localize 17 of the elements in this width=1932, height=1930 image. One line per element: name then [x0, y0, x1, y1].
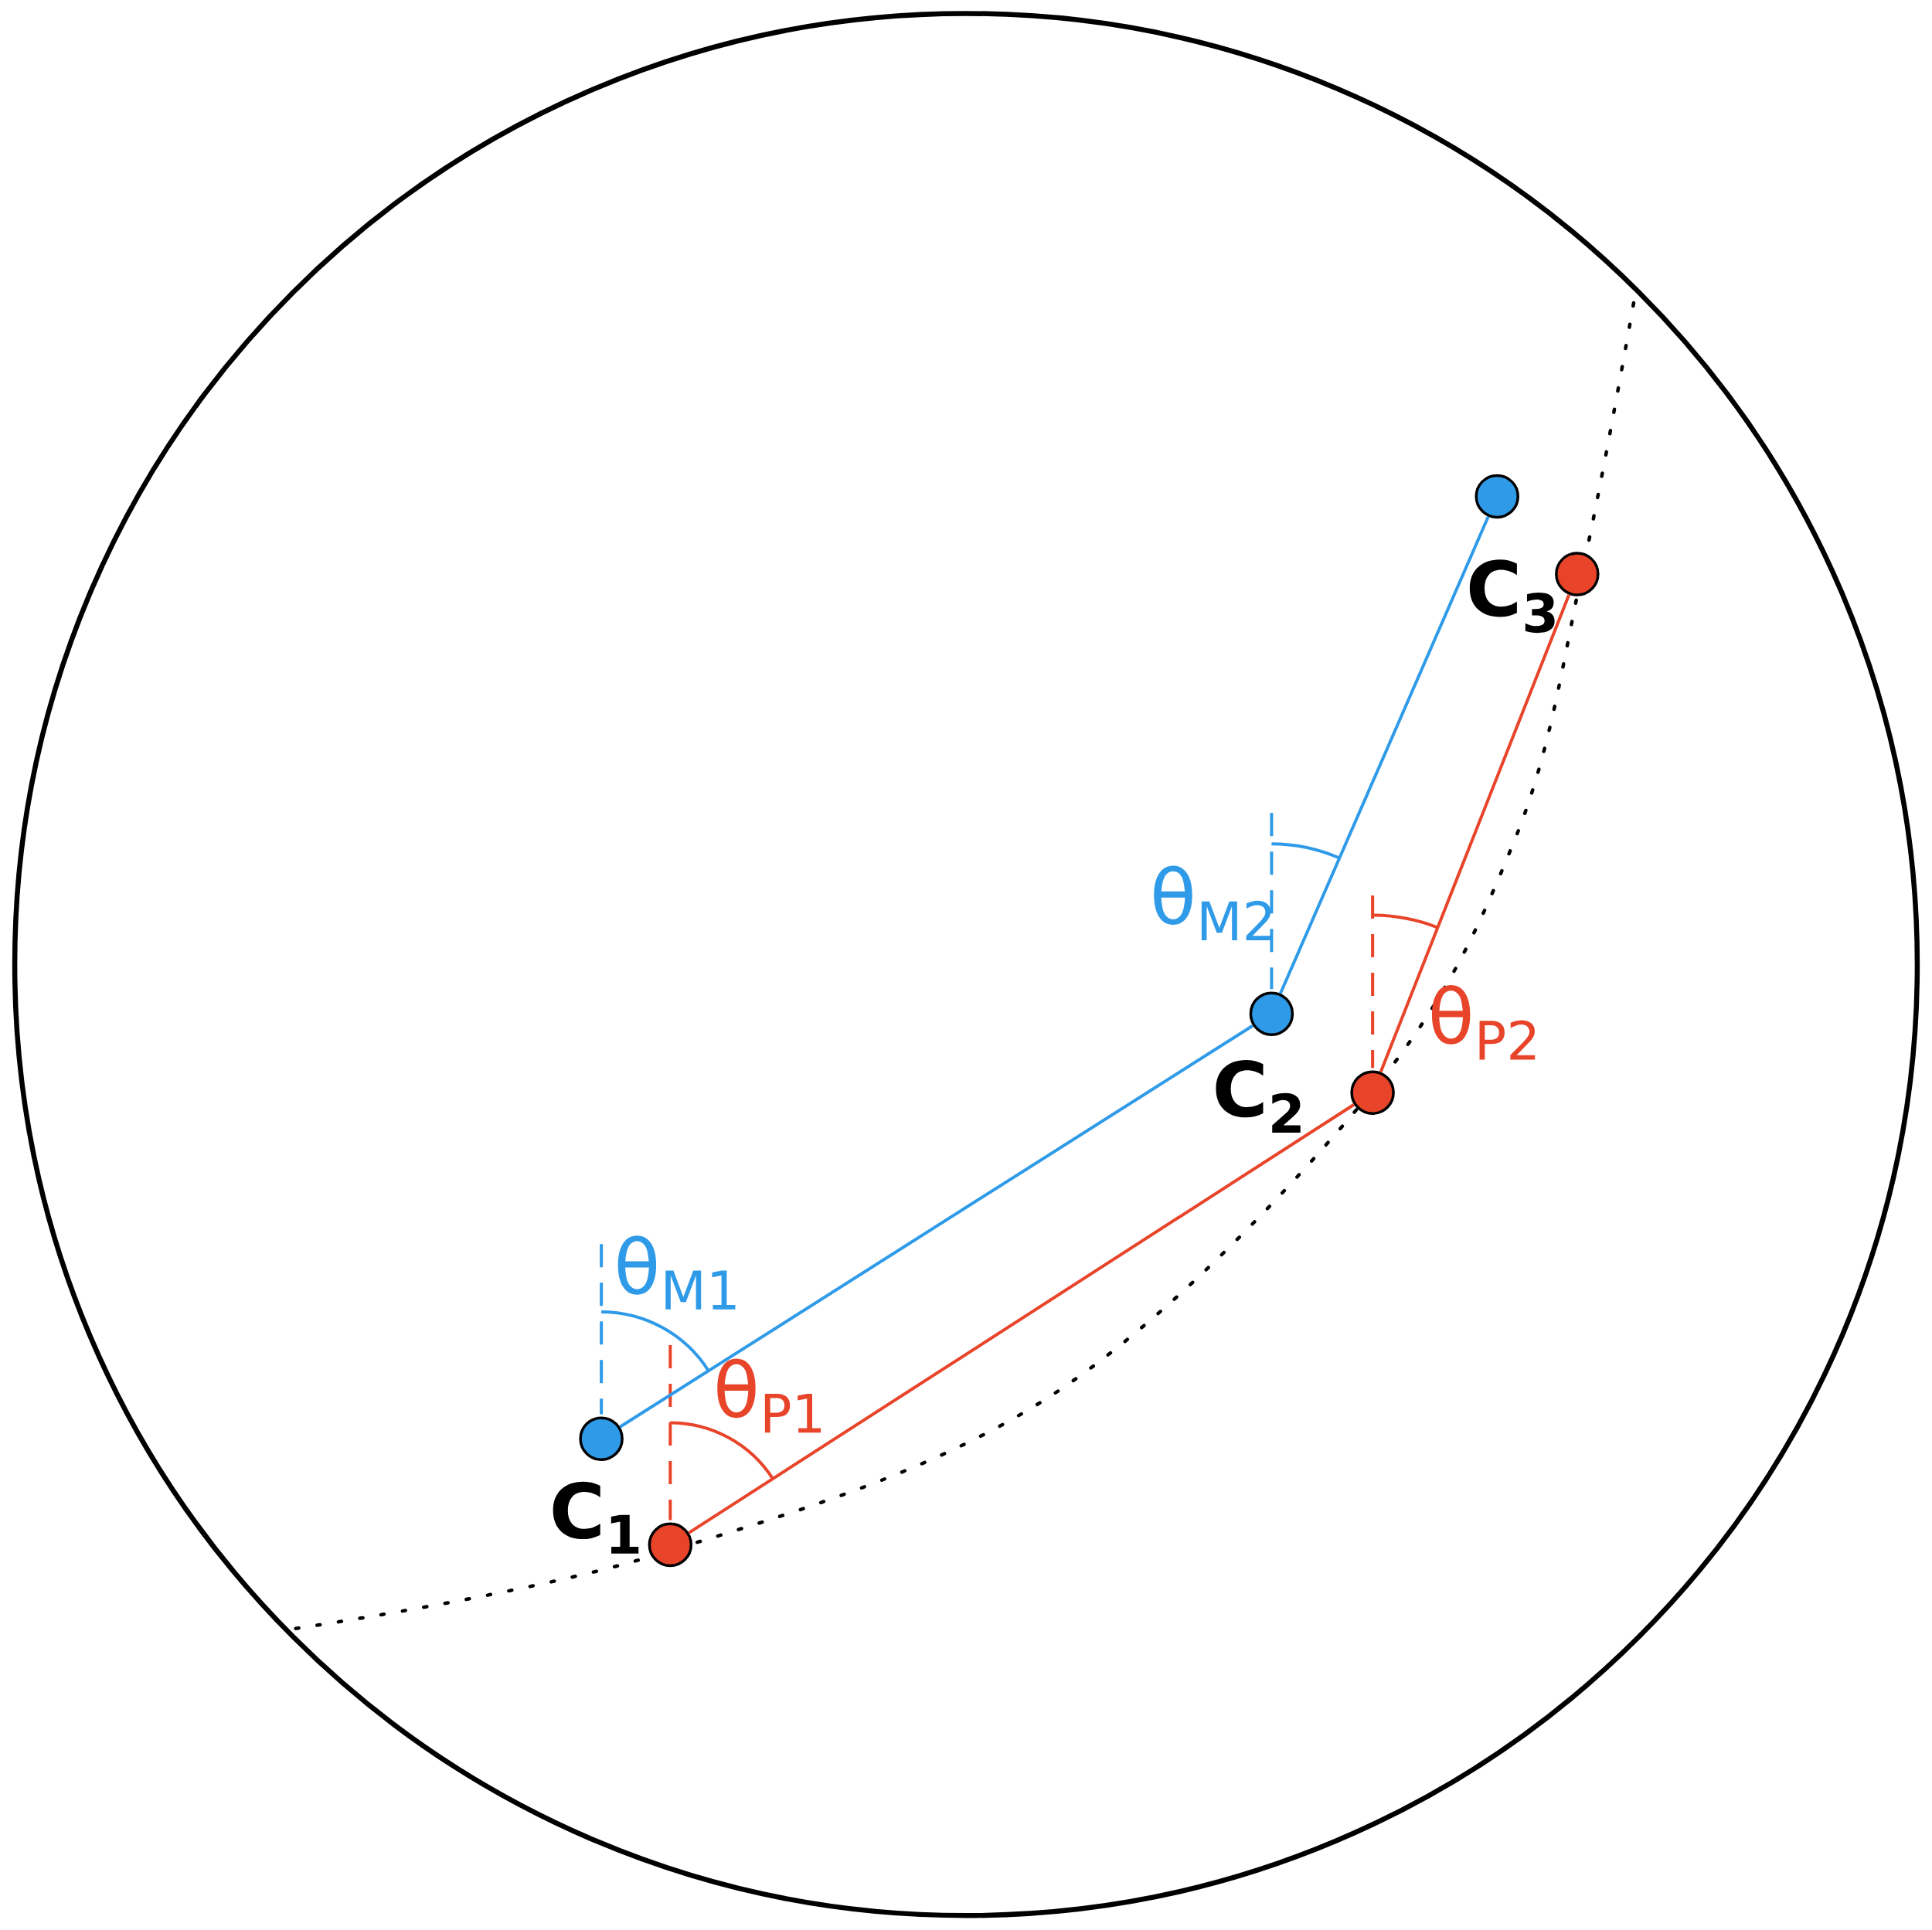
point-label: C$_{2}$: [1216, 1059, 1301, 1133]
dot: [1350, 1070, 1395, 1115]
dot: [579, 1416, 624, 1461]
angle-label: θ$_{M1}$: [617, 1235, 736, 1310]
dot: [1249, 991, 1294, 1036]
angle-label: θ$_{P2}$: [1431, 985, 1536, 1060]
angle-label: θ$_{M2}$: [1154, 865, 1271, 940]
dot: [1555, 552, 1600, 596]
dot: [648, 1522, 693, 1568]
dot: [1475, 474, 1519, 519]
point-label: C$_{3}$: [1469, 559, 1555, 634]
connector-line: [1279, 516, 1490, 994]
angle-label: θ$_{P1}$: [717, 1358, 821, 1433]
point-label: C$_{1}$: [553, 1481, 639, 1554]
connector-line: [619, 1024, 1254, 1429]
connector-line: [688, 1103, 1355, 1534]
connector-line: [1379, 593, 1571, 1073]
